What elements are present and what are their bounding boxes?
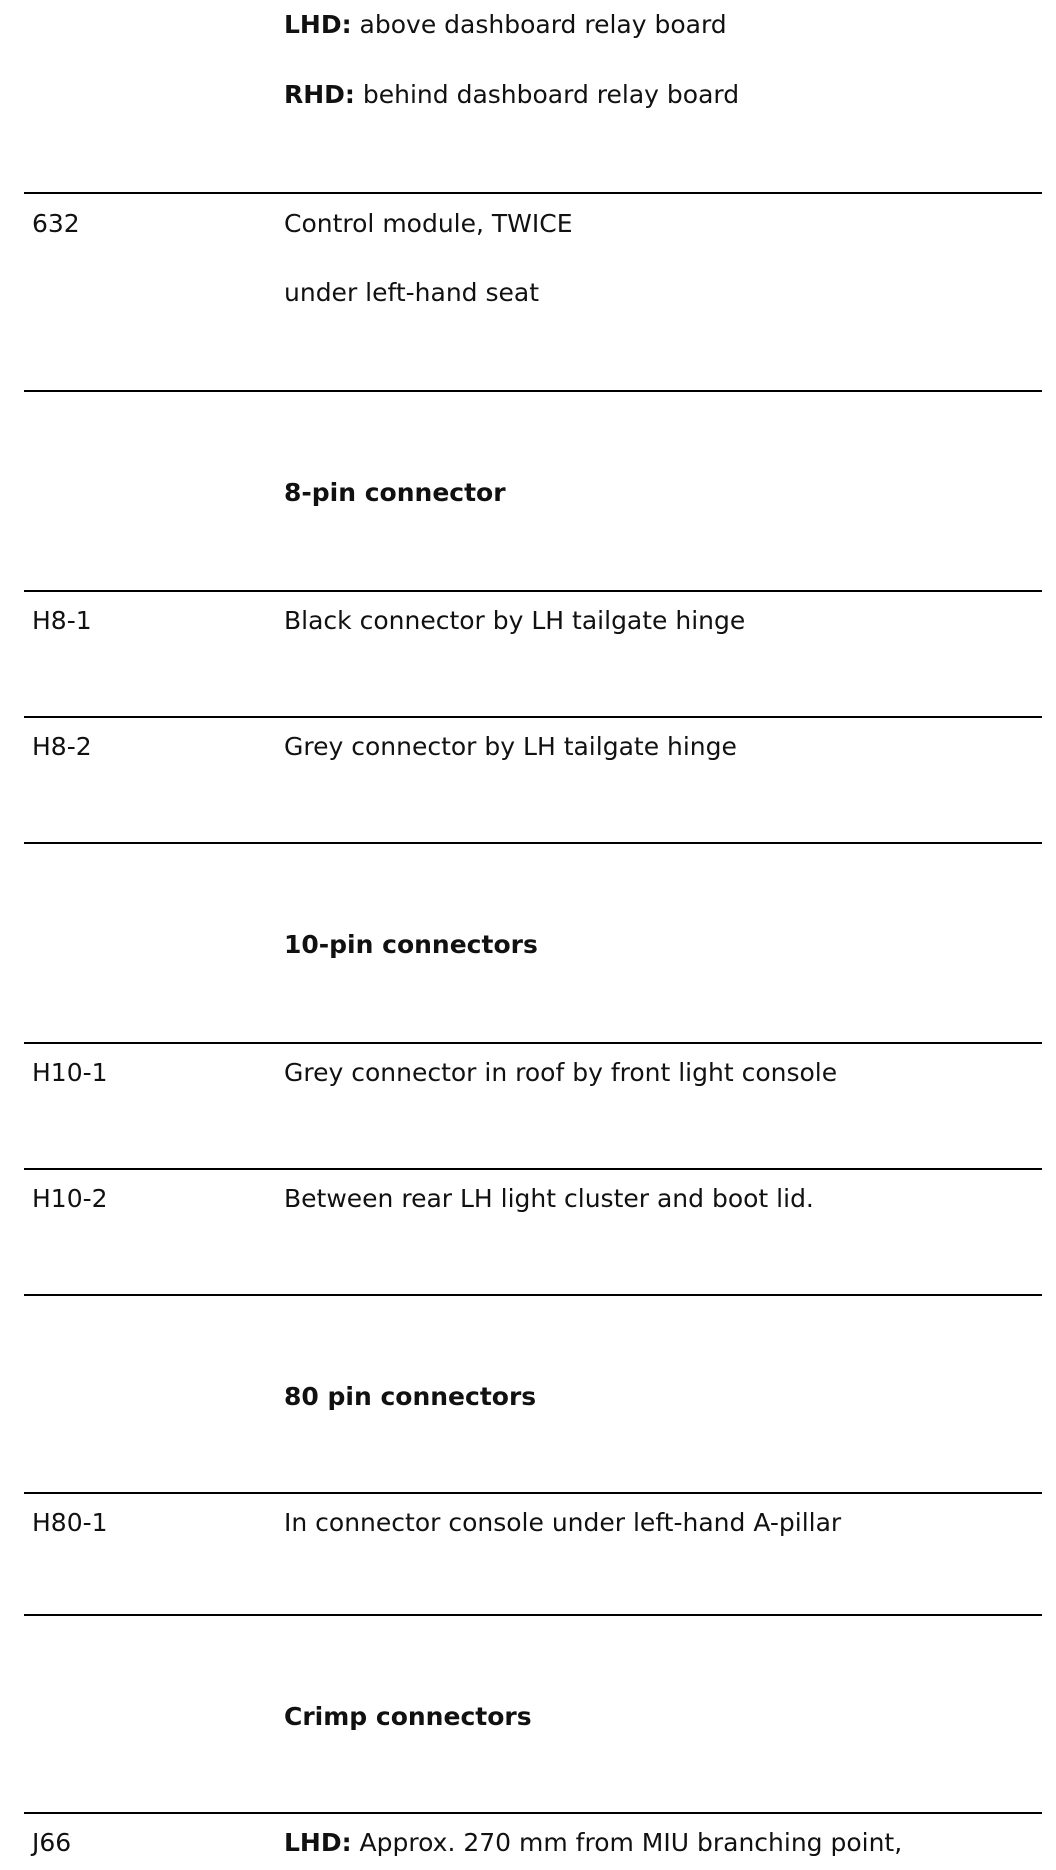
table-rule — [24, 1492, 1042, 1494]
lhd-location-line: LHD: above dashboard relay board — [284, 12, 727, 37]
row-632-desc-line1: Control module, TWICE — [284, 209, 573, 238]
table-rule — [24, 390, 1042, 392]
table-rule — [24, 1614, 1042, 1616]
row-h8-1-code: H8-1 — [32, 606, 92, 635]
table-rule — [24, 1294, 1042, 1296]
row-j66-desc: LHD: Approx. 270 mm from MIU branching p… — [284, 1830, 902, 1855]
row-632-code: 632 — [32, 209, 80, 238]
table-rule — [24, 1168, 1042, 1170]
row-h8-2-desc: Grey connector by LH tailgate hinge — [284, 732, 737, 761]
lhd-label: LHD: — [284, 10, 352, 39]
table-rule — [24, 590, 1042, 592]
table-rule — [24, 716, 1042, 718]
row-h10-2-code: H10-2 — [32, 1184, 108, 1213]
row-j66-text: Approx. 270 mm from MIU branching point, — [351, 1828, 903, 1857]
row-h80-1-desc: In connector console under left-hand A-p… — [284, 1508, 842, 1537]
section-heading-80-pin: 80 pin connectors — [284, 1382, 537, 1411]
table-rule — [24, 842, 1042, 844]
table-rule — [24, 192, 1042, 194]
section-heading-10-pin: 10-pin connectors — [284, 930, 538, 959]
row-h10-2-desc: Between rear LH light cluster and boot l… — [284, 1184, 814, 1213]
row-j66-code: J66 — [32, 1828, 72, 1857]
row-h10-1-desc: Grey connector in roof by front light co… — [284, 1058, 838, 1087]
rhd-label: RHD: — [284, 80, 355, 109]
row-h80-1-code: H80-1 — [32, 1508, 108, 1537]
lhd-text: above dashboard relay board — [351, 10, 727, 39]
row-h8-1-desc: Black connector by LH tailgate hinge — [284, 606, 746, 635]
section-heading-crimp: Crimp connectors — [284, 1702, 532, 1731]
rhd-location-line: RHD: behind dashboard relay board — [284, 82, 739, 107]
row-h10-1-code: H10-1 — [32, 1058, 108, 1087]
table-rule — [24, 1812, 1042, 1814]
row-h8-2-code: H8-2 — [32, 732, 92, 761]
section-heading-8-pin: 8-pin connector — [284, 478, 506, 507]
rhd-text: behind dashboard relay board — [354, 80, 740, 109]
row-j66-label: LHD: — [284, 1828, 352, 1857]
table-rule — [24, 1042, 1042, 1044]
row-632-desc-line2: under left-hand seat — [284, 278, 540, 307]
